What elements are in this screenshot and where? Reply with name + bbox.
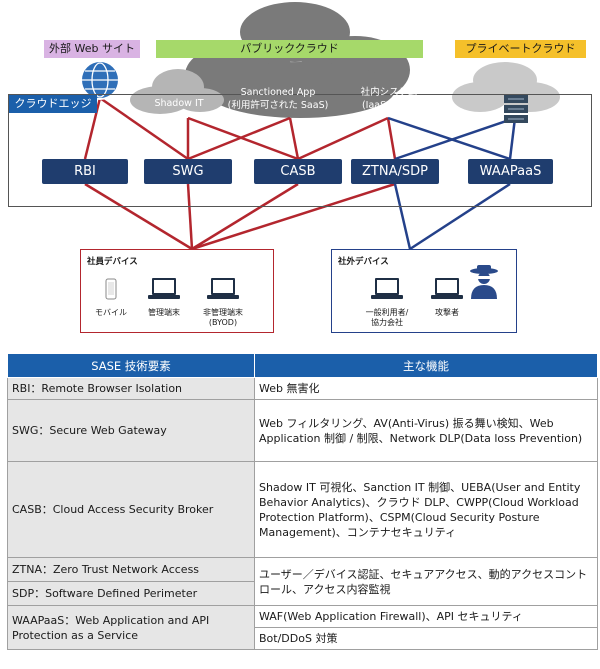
sanctioned-app-sublabel: (利用許可された SaaS): [227, 100, 329, 111]
cloud-edge-label: クラウドエッジ: [9, 95, 97, 113]
table-row: Bot/DDoS 対策: [8, 627, 598, 650]
globe-icon: [80, 60, 120, 100]
row-swg-function: Web フィルタリング、AV(Anti-Virus) 振る舞い検知、Web Ap…: [254, 399, 598, 462]
service-ztna-sdp: ZTNA/SDP: [351, 159, 439, 184]
red-connection-lines: [83, 96, 397, 251]
table-header-row: SASE 技術要素 主な機能: [7, 353, 598, 378]
table-row: CASB：Cloud Access Security Broker Shadow…: [7, 461, 598, 558]
mobile-phone-icon: [105, 278, 117, 300]
row-ztna-sdp-function: ユーザー／デバイス認証、セキュアアクセス、動的アクセスコントロール、アクセス内容…: [254, 557, 598, 606]
service-waapaas: WAAPaaS: [468, 159, 553, 184]
private-cloud-tag: プライベートクラウド: [455, 40, 586, 58]
row-casb-function: Shadow IT 可視化、Sanction IT 制御、UEBA(User a…: [254, 461, 598, 558]
table-row: SWG：Secure Web Gateway Web フィルタリング、AV(An…: [7, 399, 598, 462]
row-casb-name: CASB：Cloud Access Security Broker: [7, 461, 255, 558]
byod-laptop-icon: [207, 278, 239, 299]
general-user-laptop-icon: [371, 278, 403, 299]
external-devices-box: 社外デバイス 一般利用者/ 協力会社 攻撃者: [331, 249, 517, 333]
attacker-icon: [470, 265, 498, 299]
row-waapaas-name: WAAPaaS：Web Application and API Protecti…: [7, 605, 255, 650]
service-swg: SWG: [144, 159, 232, 184]
table-row: WAAPaaS：Web Application and API Protecti…: [7, 605, 598, 650]
external-web-tag: 外部 Web サイト: [44, 40, 140, 58]
private-cloud-shape: [452, 62, 560, 112]
table-row: SDP：Software Defined Perimeter: [7, 581, 598, 606]
attacker-laptop-icon: [431, 278, 463, 299]
service-casb: CASB: [254, 159, 342, 184]
table-row: RBI：Remote Browser Isolation Web 無害化: [7, 377, 598, 400]
public-cloud-tag: パブリッククラウド: [156, 40, 423, 58]
service-rbi: RBI: [42, 159, 128, 184]
row-rbi-function: Web 無害化: [254, 377, 598, 400]
managed-laptop-icon: [148, 278, 180, 299]
row-waapaas-function: WAF(Web Application Firewall)、API セキュリティ: [254, 605, 598, 628]
row-ztna-name: ZTNA：Zero Trust Network Access: [7, 557, 255, 582]
attacker-label: 攻撃者: [435, 308, 459, 317]
sase-components-table: SASE 技術要素 主な機能 RBI：Remote Browser Isolat…: [7, 353, 598, 650]
general-user-label: 一般利用者/ 協力会社: [365, 308, 409, 327]
internal-system-label: 社内システム: [360, 87, 418, 98]
row-rbi-name: RBI：Remote Browser Isolation: [7, 377, 255, 400]
employee-devices-title: 社員デバイス: [87, 257, 138, 267]
sanctioned-app-label: Sanctioned App: [240, 87, 316, 98]
blue-connection-lines: [387, 116, 517, 251]
row-sdp-name: SDP：Software Defined Perimeter: [7, 581, 255, 606]
cloud-edge-frame: [8, 94, 592, 207]
diagram-canvas: [80, 2, 560, 251]
row-swg-name: SWG：Secure Web Gateway: [7, 399, 255, 462]
managed-device-label: 管理端末: [148, 308, 180, 317]
table-row: ZTNA：Zero Trust Network Access ユーザー／デバイス…: [7, 557, 598, 606]
external-devices-title: 社外デバイス: [338, 257, 389, 267]
byod-device-label: 非管理端末 (BYOD): [203, 308, 243, 327]
employee-devices-box: 社員デバイス モバイル 管理端末 非管理端末 (BYOD): [80, 249, 274, 333]
sase-architecture-diagram: 外部 Web サイト パブリッククラウド プライベートクラウド クラウドエッジ …: [8, 2, 592, 333]
header-component: SASE 技術要素: [7, 353, 255, 378]
shadow-it-cloud-shape: [130, 69, 224, 114]
shadow-it-label: Shadow IT: [154, 98, 204, 109]
server-icon: [504, 95, 528, 123]
header-function: 主な機能: [254, 353, 598, 378]
mobile-label: モバイル: [95, 308, 127, 317]
row-waapaas-function-2: Bot/DDoS 対策: [254, 627, 598, 650]
internal-system-sublabel: (IaaS/PaaS): [361, 100, 417, 111]
